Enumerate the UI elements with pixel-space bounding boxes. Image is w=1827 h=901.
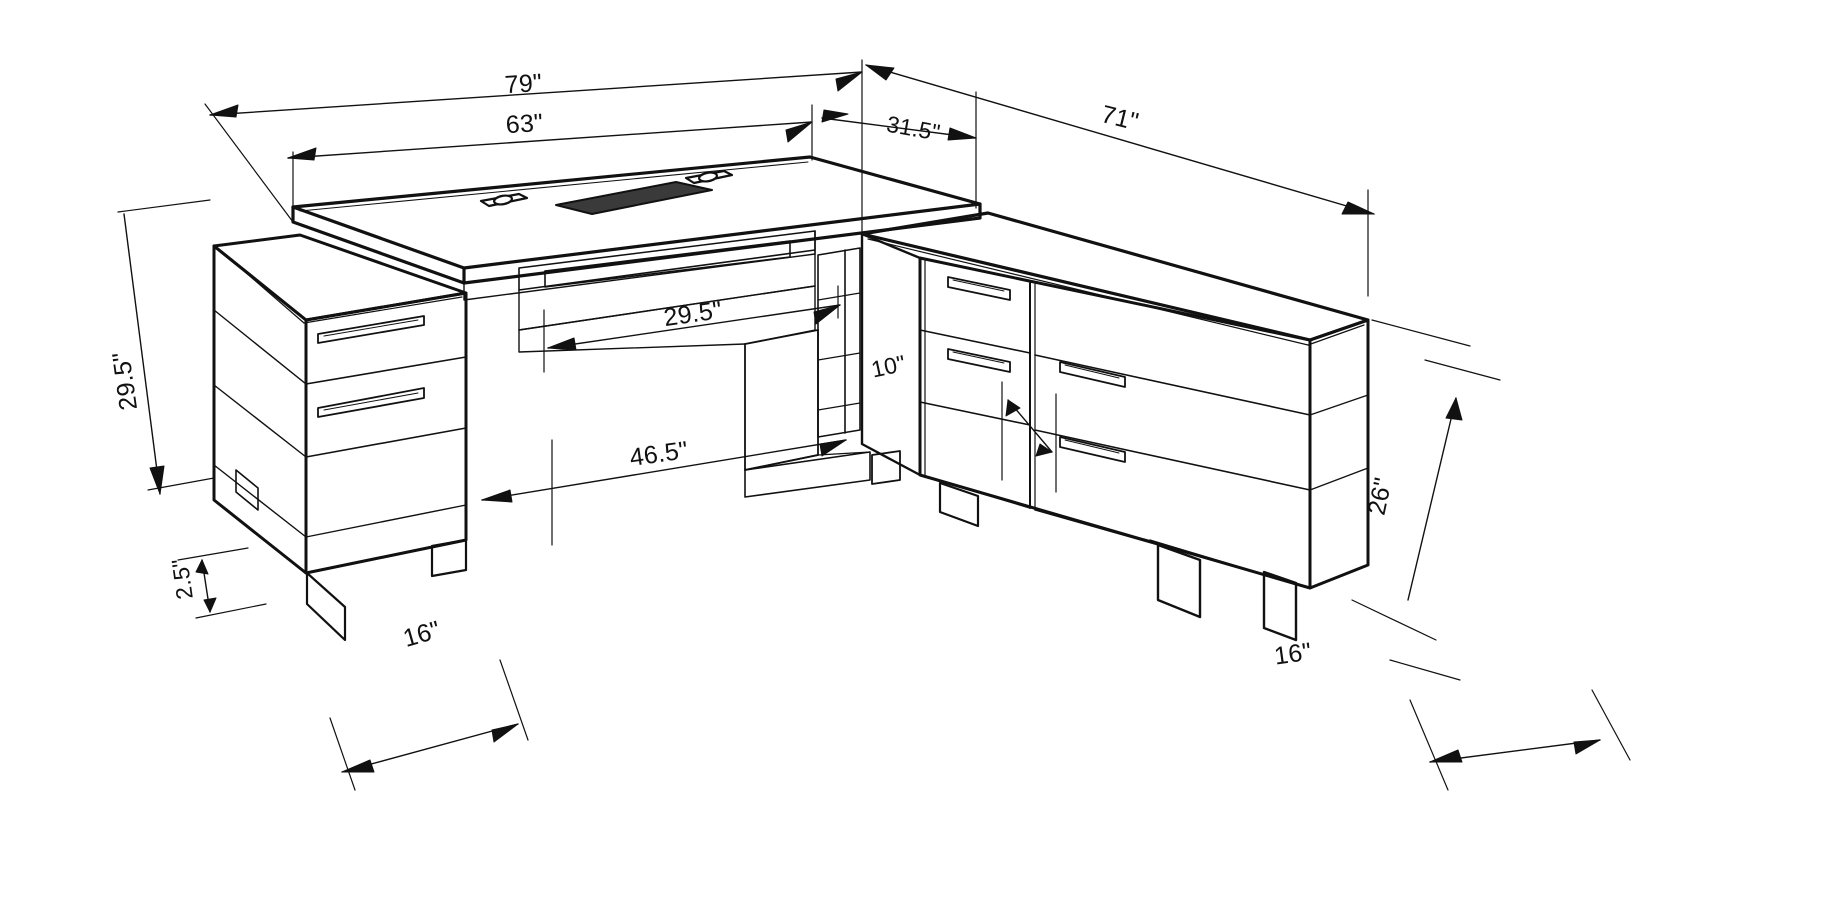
dim-label-knee-space: 29.5" xyxy=(662,296,724,332)
dim-label-toe-kick: 2.5" xyxy=(166,557,197,601)
dim-label-shelf-depth: 10" xyxy=(869,350,908,383)
dim-label-credenza-depth: 16" xyxy=(1272,638,1313,671)
cable-trough xyxy=(555,181,713,215)
grommet-right xyxy=(684,169,734,185)
dim-label-return-offset: 31.5" xyxy=(885,111,943,146)
grommet-left xyxy=(479,192,529,208)
dim-label-inner-width: 63" xyxy=(505,109,544,140)
dim-label-overall-width: 79" xyxy=(504,69,543,100)
dimension-lines xyxy=(117,59,1631,791)
dim-label-desk-height: 29.5" xyxy=(107,350,143,412)
credenza xyxy=(860,211,1370,642)
open-shelf xyxy=(817,247,861,438)
desk-understructure xyxy=(463,230,901,498)
desk-top xyxy=(291,155,982,285)
dim-label-credenza-length: 71" xyxy=(1098,100,1141,136)
left-pedestal xyxy=(212,233,468,642)
dim-label-pedestal-depth: 16" xyxy=(400,616,444,653)
